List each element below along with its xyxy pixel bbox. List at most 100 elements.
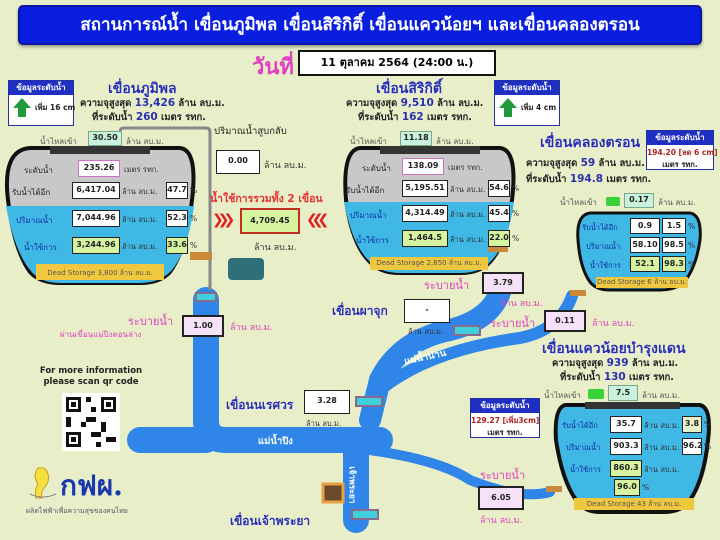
bhumibol-storage: 7,044.96 <box>72 210 120 227</box>
khlong-tron-inflow-label: น้ำไหลเข้า <box>560 198 597 207</box>
pct: % <box>688 260 696 269</box>
level-change: เพิ่ม 4 cm <box>521 102 557 112</box>
khwae-noi-storage-pct: 96.2 <box>682 438 703 455</box>
unit: ล้าน ลบ.ม. <box>450 210 486 219</box>
khwae-noi-receivable-pct: 3.8 <box>682 416 702 433</box>
faucets <box>190 244 586 492</box>
sirikit-level-card: ข้อมูลระดับน้ำ เพิ่ม 4 cm <box>494 80 560 126</box>
river-chao-phraya-label: เจ้าพระยา <box>346 466 357 504</box>
khlong-tron-level-card: ข้อมูลระดับน้ำ 194.20 [ลด 6 cm] เมตร รทก… <box>646 130 718 170</box>
sirikit-receivable-label: รับน้ำได้อีก <box>346 186 385 195</box>
khlong-tron-storage-label: ปริมาณน้ำ <box>586 242 621 251</box>
sirikit-inflow-value: 11.18 <box>400 131 432 146</box>
unit: ล้าน ลบ.ม. <box>592 319 635 329</box>
khwae-noi-usable-label: น้ำใช้การ <box>570 465 601 474</box>
bhumibol-inflow-value: 30.50 <box>88 131 122 146</box>
sirikit-usable: 1,464.5 <box>402 230 448 247</box>
combined-usable-value: 4,709.45 <box>240 208 300 234</box>
egat-tagline: ผลิตไฟฟ้าเพื่อความสุขของคนไทย <box>26 507 128 515</box>
bhumibol-release-label: ระบายน้ำ <box>128 315 174 328</box>
arrow-right-icon <box>588 389 604 399</box>
unit: ล้าน ลบ.ม. <box>644 443 680 452</box>
khwae-noi-inflow-value: 7.5 <box>608 385 638 401</box>
pct: % <box>704 420 712 429</box>
bhumibol-release-note: ผ่านเขื่อนแม่ปิงตอนล่าง <box>60 330 142 339</box>
khlong-tron-name: เขื่อนคลองตรอน <box>540 135 641 151</box>
bhumibol-receivable-pct: 47.7 <box>166 182 188 199</box>
sirikit-receivable: 5,195.51 <box>402 180 448 197</box>
bhumibol-storage-label: ปริมาณน้ำ <box>16 216 53 225</box>
qr-code[interactable] <box>62 393 120 451</box>
unit: เมตร รทก. <box>124 165 159 174</box>
bhumibol-level-label: ระดับน้ำ <box>24 166 53 175</box>
khwae-noi-level-card: ข้อมูลระดับน้ำ 129.27 [เพิ่ม3cm] เมตร รท… <box>470 398 540 438</box>
pct: % <box>512 184 520 193</box>
khwae-noi-inflow-label: น้ำไหลเข้า <box>544 391 581 400</box>
unit: ล้าน ลบ.ม. <box>436 137 474 146</box>
unit: ล้าน ลบ.ม. <box>644 465 680 474</box>
pump-icon <box>228 258 264 280</box>
khlong-tron-receivable: 0.9 <box>630 218 660 234</box>
unit: ล้าน ลบ.ม. <box>230 323 273 333</box>
egat-logo-text: กฟผ. <box>60 469 123 502</box>
unit: ล้าน ลบ.ม. <box>480 516 523 526</box>
naresuan-name: เขื่อนนเรศวร <box>226 398 294 412</box>
unit: ล้าน ลบ.ม. <box>450 185 486 194</box>
unit: ล้าน ลบ.ม. <box>122 215 158 224</box>
khlong-tron-release: 0.11 <box>544 310 586 332</box>
khlong-tron-usable-label: น้ำใช้การ <box>590 261 621 270</box>
info-text: For more information please scan qr code <box>30 366 152 388</box>
khlong-tron-receivable-pct: 1.5 <box>662 218 686 234</box>
khwae-noi-tank <box>553 402 711 514</box>
chevron-left-icon: ❮❮❮ <box>306 212 329 228</box>
info-line-1: For more information <box>39 366 143 376</box>
arrow-up-icon <box>499 98 517 117</box>
khlong-tron-capacity: ความจุสูงสุด 59 ล้าน ลบ.ม. <box>526 157 645 169</box>
pumpback-value: 0.00 <box>216 150 260 174</box>
bhumibol-receivable: 6,417.04 <box>72 182 120 199</box>
sirikit-storage-pct: 45.4 <box>488 205 510 222</box>
sirikit-release: 3.79 <box>482 272 524 294</box>
khwae-noi-usable: 860.3 <box>610 460 642 477</box>
bhumibol-name: เขื่อนภูมิพล <box>108 81 177 97</box>
sirikit-release-label: ระบายน้ำ <box>424 279 470 292</box>
pumpback-pipe <box>118 126 212 290</box>
combined-usable-label: น้ำใช้การรวมทั้ง 2 เขื่อน <box>210 193 323 205</box>
sirikit-usable-pct: 22.0 <box>488 230 510 247</box>
bhumibol-level-card: ข้อมูลระดับน้ำ เพิ่ม 16 cm <box>8 80 76 126</box>
river-ping-label: แม่น้ำปิง <box>258 436 293 447</box>
khwae-noi-usable-pct: 96.0 <box>614 479 640 496</box>
khwae-noi-storage-label: ปริมาณน้ำ <box>566 443 601 452</box>
bhumibol-capacity: ความจุสูงสุด 13,426 ล้าน ลบ.ม. <box>80 97 225 109</box>
bhumibol-release: 1.00 <box>182 315 224 337</box>
sirikit-receivable-pct: 54.6 <box>488 180 510 197</box>
sirikit-name: เขื่อนสิริกิติ์ <box>376 81 442 97</box>
khlong-tron-release-label: ระบายน้ำ <box>490 317 536 330</box>
date-label: วันที่ <box>252 54 294 80</box>
level-change: เพิ่ม 16 cm <box>35 102 76 112</box>
sirikit-dead-storage: Dead Storage 2,850 ล้าน ลบ.ม. <box>376 259 482 267</box>
level-card-title: ข้อมูลระดับน้ำ <box>647 131 713 145</box>
sirikit-max-level: ที่ระดับน้ำ 162 เมตร รทก. <box>358 111 472 123</box>
chao-phraya-dam-name: เขื่อนเจ้าพระยา <box>230 514 311 528</box>
sirikit-inflow-label: น้ำไหลเข้า <box>350 137 387 146</box>
arrow-up-icon <box>13 98 31 117</box>
bhumibol-inflow-label: น้ำไหลเข้า <box>40 137 77 146</box>
khlong-tron-receivable-label: รับน้ำได้อีก <box>582 223 618 232</box>
chevron-right-icon: ❯❯❯ <box>212 212 235 228</box>
pha-chuk-value: - <box>404 299 450 323</box>
date-value: 11 ตุลาคม 2564 (24:00 น.) <box>298 50 496 76</box>
khwae-noi-dead-storage: Dead Storage 43 ล้าน ลบ.ม. <box>586 500 682 508</box>
level-card-title: ข้อมูลระดับน้ำ <box>495 81 559 95</box>
pha-chuk-name: เขื่อนผาจุก <box>332 304 388 318</box>
gates <box>195 292 481 520</box>
river-khwae-noi-lower <box>365 445 555 500</box>
bhumibol-usable: 3,244.96 <box>72 237 120 254</box>
sirikit-level-label: ระดับน้ำ <box>362 164 391 173</box>
level-card-title: ข้อมูลระดับน้ำ <box>9 81 73 95</box>
khwae-noi-release-label: ระบายน้ำ <box>480 469 526 482</box>
qr-code-icon <box>66 397 116 447</box>
unit: ล้าน ลบ.ม. <box>122 187 158 196</box>
unit: เมตร รทก. <box>662 160 698 169</box>
bhumibol-dead-storage: Dead Storage 3,800 ล้าน ลบ.ม. <box>47 269 153 277</box>
